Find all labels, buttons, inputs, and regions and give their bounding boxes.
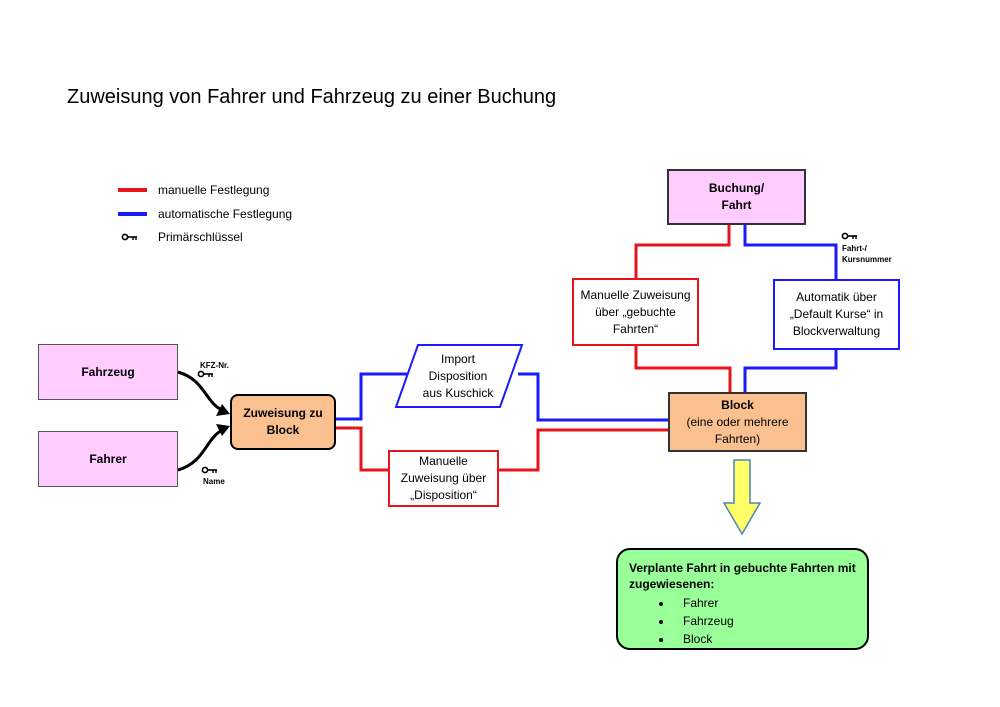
name-key-icon — [201, 466, 218, 474]
list-item: Block — [673, 630, 867, 648]
fahrt-key-icon — [841, 232, 858, 240]
zuweisung-node: Zuweisung zu Block — [230, 394, 336, 450]
legend-manual-label: manuelle Festlegung — [158, 183, 270, 197]
automatik-label-2: „Default Kurse“ in — [789, 307, 884, 321]
import-shape — [394, 344, 524, 408]
manuell-dispo-label-2: Zuweisung über — [400, 471, 487, 485]
block-label-2: (eine oder mehrere — [686, 414, 789, 429]
fahrt-key-label-2: Kursnummer — [842, 255, 892, 264]
zuweisung-label-2: Block — [266, 423, 300, 437]
buchung-label-1: Buchung/ — [708, 181, 765, 195]
fahrer-arrow — [177, 428, 223, 472]
auto-line-import-block — [518, 372, 668, 422]
down-arrow — [722, 459, 762, 536]
block-node: Block (eine oder mehrere Fahrten) — [668, 392, 807, 452]
kfz-key-label: KFZ-Nr. — [200, 361, 229, 370]
result-heading-1: Verplante Fahrt in gebuchte Fahrten mit — [629, 561, 856, 575]
import-label-3: aus Kuschick — [422, 385, 494, 400]
kfz-key-icon — [197, 370, 214, 378]
manuell-dispo-node: Manuelle Zuweisung über „Disposition“ — [388, 450, 499, 507]
import-label-2: Disposition — [428, 368, 488, 383]
automatik-label-1: Automatik über — [796, 290, 877, 304]
fahrzeug-arrowhead — [216, 404, 230, 416]
manuell-gebucht-label-2: über „gebuchte — [595, 304, 676, 319]
manuell-dispo-label-3: „Disposition“ — [410, 488, 477, 502]
name-key-label: Name — [203, 477, 225, 486]
manuell-dispo-label-1: Manuelle — [419, 454, 468, 468]
result-list: Fahrer Fahrzeug Block — [629, 594, 867, 648]
block-label-1: Block — [721, 397, 754, 412]
manuell-gebucht-node: Manuelle Zuweisung über „gebuchte Fahrte… — [572, 278, 699, 346]
block-label-3: Fahrten) — [714, 431, 761, 446]
fahrer-label: Fahrer — [89, 451, 127, 466]
zuweisung-label-1: Zuweisung zu — [243, 406, 323, 420]
fahrt-key-label-1: Fahrt-/ — [842, 244, 867, 253]
fahrer-arrowhead — [216, 424, 230, 436]
import-label-1: Import — [440, 351, 475, 366]
list-item: Fahrzeug — [673, 612, 867, 630]
import-node: Import Disposition aus Kuschick — [408, 347, 508, 405]
auto-line-import — [336, 372, 420, 421]
legend-automatic-label: automatische Festlegung — [158, 207, 293, 221]
manual-line-dispo — [336, 426, 388, 472]
automatik-label-3: Blockverwaltung — [792, 324, 881, 338]
manuell-gebucht-label-3: Fahrten“ — [612, 321, 659, 336]
buchung-label-2: Fahrt — [721, 198, 752, 212]
legend-key-label: Primärschlüssel — [158, 230, 243, 244]
auto-line-automatik-block — [743, 350, 838, 392]
list-item: Fahrer — [673, 594, 867, 612]
automatik-node: Automatik über „Default Kurse“ in Blockv… — [773, 279, 900, 350]
manuell-gebucht-label-1: Manuelle Zuweisung — [580, 287, 691, 302]
fahrzeug-label: Fahrzeug — [81, 364, 135, 379]
fahrzeug-node: Fahrzeug — [38, 344, 178, 400]
page-title: Zuweisung von Fahrer und Fahrzeug zu ein… — [67, 86, 557, 108]
legend-key-icon — [121, 233, 138, 241]
result-heading-2: zugewiesenen: — [629, 577, 715, 591]
auto-line-buchung — [743, 225, 838, 279]
manual-line-gebucht-block — [634, 346, 732, 392]
manual-line-buchung — [634, 225, 731, 278]
fahrzeug-arrow — [177, 370, 223, 412]
fahrer-node: Fahrer — [38, 431, 178, 487]
manual-line-dispo-block — [499, 428, 668, 472]
result-node: Verplante Fahrt in gebuchte Fahrten mit … — [616, 548, 869, 650]
buchung-node: Buchung/ Fahrt — [667, 169, 806, 225]
